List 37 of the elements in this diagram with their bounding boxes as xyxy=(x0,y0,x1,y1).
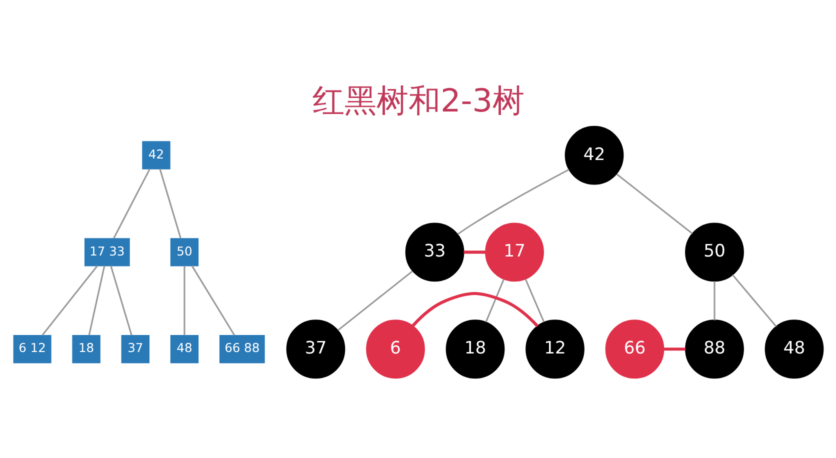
node-circle: 18 xyxy=(445,319,504,378)
connector xyxy=(484,278,504,322)
node-circle: 42 xyxy=(564,125,624,184)
node-circle: 33 xyxy=(404,222,464,282)
connector xyxy=(158,168,181,238)
connector xyxy=(616,173,692,234)
node-circle: 17 xyxy=(484,222,544,282)
connector xyxy=(456,168,569,234)
connector xyxy=(663,347,686,350)
connector xyxy=(112,168,150,238)
node-box: 37 xyxy=(120,334,149,363)
connector xyxy=(732,274,776,327)
node-box: 42 xyxy=(142,140,170,169)
node-box: 18 xyxy=(72,334,100,363)
node-circle: 88 xyxy=(684,319,744,378)
connector xyxy=(88,265,105,335)
node-circle: 50 xyxy=(684,222,744,282)
node-circle: 37 xyxy=(286,319,345,378)
node-circle: 12 xyxy=(525,319,584,378)
connector xyxy=(183,265,185,335)
connector xyxy=(463,250,486,254)
node-circle: 48 xyxy=(764,319,824,378)
connector xyxy=(411,292,538,327)
node-box: 17 33 xyxy=(84,238,130,266)
node-box: 6 12 xyxy=(12,334,51,363)
connector xyxy=(110,265,132,335)
node-box: 50 xyxy=(170,238,198,266)
connector xyxy=(337,270,412,330)
node-box: 48 xyxy=(170,334,198,363)
node-circle: 6 xyxy=(366,319,424,378)
node-circle: 66 xyxy=(604,319,664,378)
connector xyxy=(524,278,544,322)
connector xyxy=(41,264,98,336)
node-box: 66 88 xyxy=(218,334,264,363)
connector xyxy=(190,264,235,336)
diagram-title: 红黑树和2-3树 xyxy=(312,80,524,119)
connector xyxy=(713,280,715,320)
